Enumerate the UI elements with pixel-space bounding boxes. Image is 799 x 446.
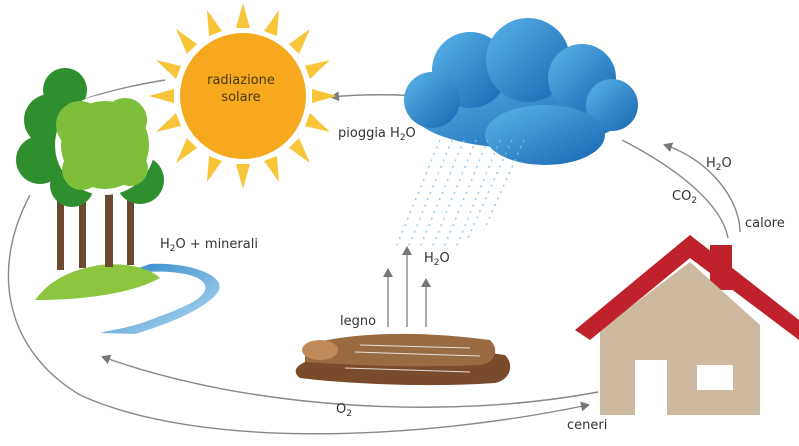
sun-icon	[149, 3, 337, 189]
house-h2o-label-sub: 2	[715, 163, 722, 173]
rain	[394, 139, 525, 251]
heat-label: calore	[745, 216, 785, 231]
minerals-label-sub: 2	[169, 244, 176, 254]
wood-logs-icon	[295, 333, 511, 386]
wood-h2o-label-sub: 2	[433, 258, 440, 268]
wood-label: legno	[340, 314, 377, 329]
arrow-house-to-trees-o2	[101, 354, 599, 408]
minerals-label-end: O + minerali	[175, 237, 258, 252]
sun-label-line1: radiazione	[207, 73, 275, 88]
sun-label: radiazione solare	[198, 72, 284, 106]
rain-label-sub: 2	[399, 133, 406, 143]
arrow-house-to-cloud-outer	[663, 142, 741, 233]
co2-label-sub: 2	[691, 196, 698, 206]
wood-h2o-label-text: H	[424, 251, 434, 266]
oxygen-label-text: O	[336, 402, 347, 417]
sun-label-line2: solare	[221, 90, 261, 105]
rain-label: pioggia H2O	[338, 126, 416, 143]
house-h2o-label: H2O	[706, 156, 732, 173]
co2-label: CO2	[672, 189, 697, 206]
cloud-icon	[404, 18, 638, 165]
oxygen-label: O2	[336, 402, 352, 419]
stream	[100, 263, 220, 334]
oxygen-label-sub: 2	[346, 409, 352, 419]
house-h2o-label-end: O	[721, 156, 732, 171]
arrow-house-to-cloud-inner	[621, 139, 729, 239]
ashes-label: ceneri	[567, 418, 608, 433]
rain-label-end: O	[405, 126, 416, 141]
trees-icon	[16, 68, 220, 334]
minerals-label: H2O + minerali	[160, 237, 258, 254]
wood-h2o-label: H2O	[424, 251, 450, 268]
arrow-trees-to-house-ashes	[7, 194, 590, 435]
wood-h2o-label-end: O	[439, 251, 450, 266]
ground	[35, 264, 160, 300]
house-icon	[575, 235, 799, 415]
co2-label-text: CO	[672, 189, 692, 204]
rain-label-text: pioggia H	[338, 126, 400, 141]
house-h2o-label-text: H	[706, 156, 716, 171]
cycle-arrows	[7, 79, 741, 435]
minerals-label-text: H	[160, 237, 170, 252]
